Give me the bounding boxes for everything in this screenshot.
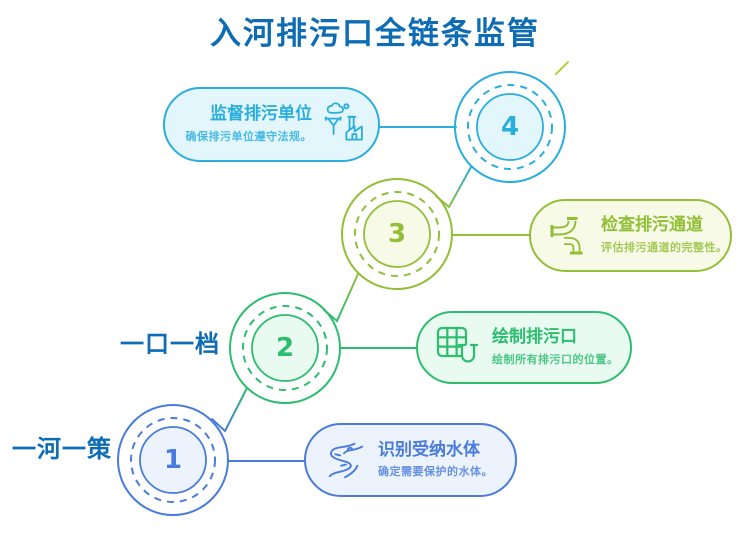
factory-icon xyxy=(324,100,366,150)
step-1-desc: 确定需要保护的水体。 xyxy=(378,465,493,479)
pipe-icon xyxy=(543,213,589,259)
step-2-number: 2 xyxy=(275,333,295,363)
step-3-card: 检查排污通道 评估排污通道的完整性。 xyxy=(529,199,732,272)
step-3-title: 检查排污通道 xyxy=(601,215,703,236)
step-1-card: 识别受纳水体 确定需要保护的水体。 xyxy=(304,423,517,497)
connector-step1-step2 xyxy=(211,387,248,433)
step-3-desc: 评估排污通道的完整性。 xyxy=(601,240,728,254)
step-4-number: 4 xyxy=(500,112,520,142)
step-1-number: 1 xyxy=(163,445,183,475)
page-title: 入河排污口全链条监管 xyxy=(210,16,540,52)
step-4-card: 监督排污单位 确保排污单位遵守法规。 xyxy=(163,87,380,162)
step-2-desc: 绘制所有排污口的位置。 xyxy=(492,352,619,366)
step-3-number: 3 xyxy=(387,219,407,249)
step-1-circle xyxy=(117,404,229,516)
step-4-circle xyxy=(454,71,566,183)
label-one-outfall-one-file: 一口一档 xyxy=(120,330,220,358)
river-icon xyxy=(322,438,366,482)
step-2-circle xyxy=(229,292,341,404)
step-4-desc: 确保排污单位遵守法规。 xyxy=(185,129,312,143)
step-2-title: 绘制排污口 xyxy=(492,327,577,348)
step-1-title: 识别受纳水体 xyxy=(378,439,480,460)
decorative-tick xyxy=(555,61,569,75)
step-3-circle xyxy=(341,178,453,290)
label-one-river-one-policy: 一河一策 xyxy=(12,435,112,463)
step-4-title: 监督排污单位 xyxy=(210,104,312,125)
map-grid-icon xyxy=(434,325,480,371)
step-2-card: 绘制排污口 绘制所有排污口的位置。 xyxy=(416,311,632,384)
